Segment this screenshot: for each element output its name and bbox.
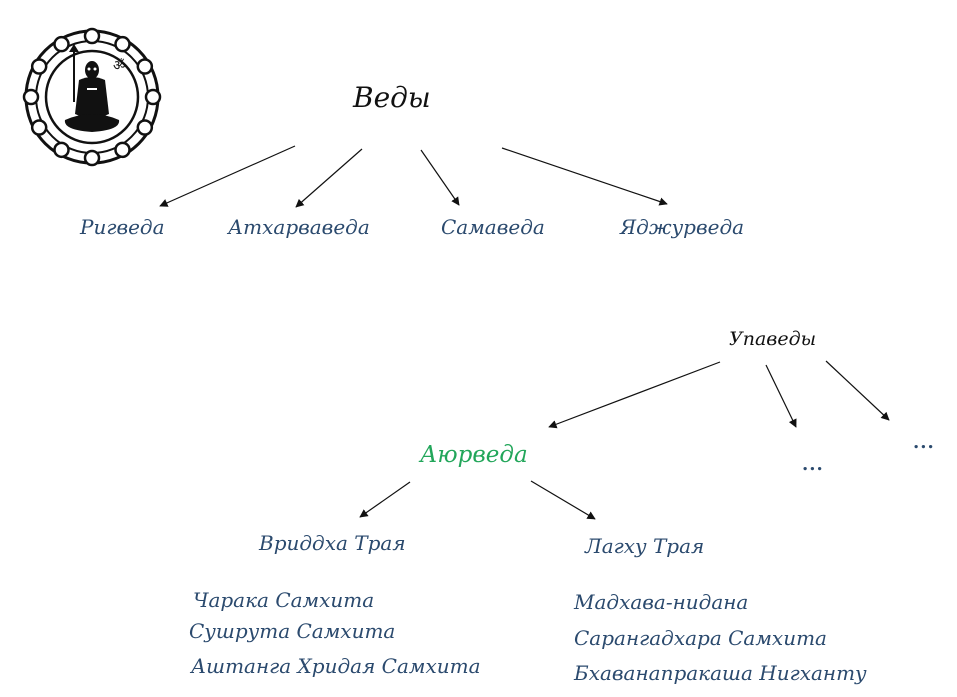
mandala-shiva-emblem-icon: ॐ [17, 22, 167, 172]
text-charaka: Чарака Самхита [193, 588, 375, 612]
node-yajurveda: Яджурведа [620, 215, 745, 239]
arrow-ayurveda-vriddha [359, 481, 411, 518]
svg-text:ॐ: ॐ [113, 58, 126, 74]
node-laghu-traya: Лагху Трая [585, 534, 705, 558]
arrow-vedy-rigveda [159, 145, 296, 207]
arrow-upavedy-ayurveda [548, 361, 721, 429]
node-rigveda: Ригведа [80, 215, 165, 239]
node-ayurveda: Аюрведа [420, 442, 528, 468]
node-atharvaveda: Атхарваведа [228, 215, 370, 239]
text-ashtanga: Аштанга Хридая Самхита [191, 654, 481, 678]
arrow-vedy-atharvaveda [295, 148, 363, 208]
arrow-ayurveda-laghu [530, 480, 596, 520]
node-vedy: Веды [353, 81, 431, 114]
node-upavedy: Упаведы [729, 328, 817, 350]
node-vriddha-traya: Вриддха Трая [259, 531, 406, 555]
text-bhavaprakasha: Бхаванапракаша Нигханту [574, 661, 867, 685]
arrow-upavedy-dots-2 [825, 360, 890, 421]
text-sarangadhara: Сарангадхара Самхита [574, 626, 827, 650]
arrow-vedy-samaveda [420, 149, 460, 206]
text-madhava: Мадхава-нидана [574, 590, 749, 614]
arrow-vedy-yajurveda [501, 147, 668, 206]
arrow-upavedy-dots-1 [765, 364, 797, 428]
node-ellipsis-1: ... [802, 454, 824, 475]
text-sushruta: Сушрута Самхита [189, 619, 396, 643]
node-ellipsis-2: ... [913, 432, 935, 453]
node-samaveda: Самаведа [441, 215, 545, 239]
